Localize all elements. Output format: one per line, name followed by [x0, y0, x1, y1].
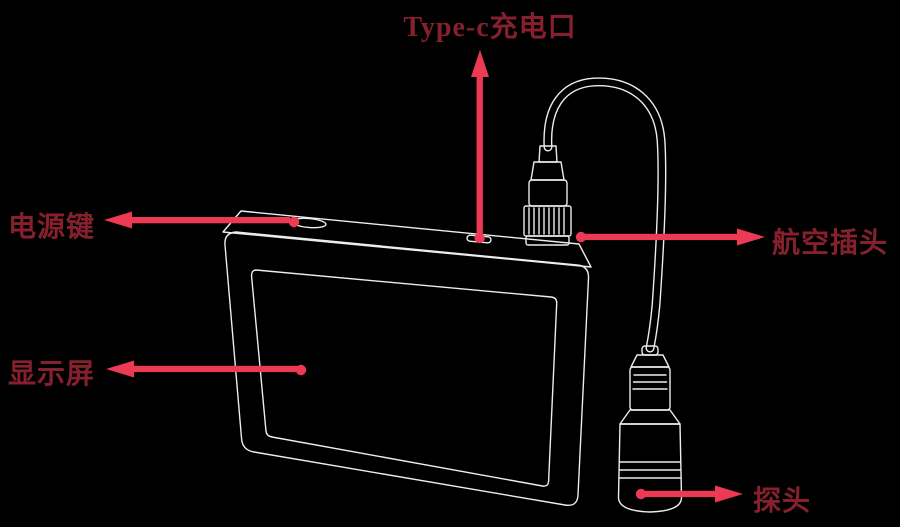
power-arrow-shaft	[128, 217, 290, 224]
callout-aviation	[575, 228, 765, 246]
callout-power	[104, 211, 300, 229]
callout-type-c	[471, 50, 489, 244]
label-probe: 探头	[753, 486, 812, 517]
probe-arrow-shaft	[643, 490, 719, 498]
aviation-dot	[575, 231, 587, 243]
aviation-arrow-shaft	[584, 233, 740, 241]
callout-arrows	[104, 50, 765, 503]
cable	[543, 77, 667, 353]
screen-dot	[295, 364, 307, 376]
label-display-screen: 显示屏	[8, 359, 96, 390]
power-dot	[288, 216, 300, 228]
device-illustration	[222, 145, 683, 513]
screen-panel	[250, 269, 558, 487]
label-type-c-port: Type-c充电口	[403, 12, 577, 43]
aviation-plug-shape	[523, 145, 572, 246]
probe-shape	[617, 345, 683, 513]
screen-arrow-shaft	[130, 365, 298, 373]
probe-arrowhead-icon	[715, 485, 743, 503]
type-c-arrow-shaft	[476, 74, 483, 234]
type-c-arrowhead-icon	[471, 50, 489, 77]
cable-core	[544, 78, 666, 352]
screen-arrowhead-icon	[106, 360, 134, 378]
callout-screen	[106, 360, 307, 378]
callout-probe	[635, 485, 743, 503]
device-top-face	[222, 210, 592, 268]
probe-dot	[635, 488, 647, 500]
power-arrowhead-icon	[104, 211, 132, 229]
device-front-face	[224, 231, 590, 506]
label-power-button: 电源键	[8, 212, 96, 243]
aviation-arrowhead-icon	[737, 228, 765, 246]
type-c-dot	[474, 232, 485, 244]
label-aviation-plug: 航空插头	[772, 228, 889, 259]
